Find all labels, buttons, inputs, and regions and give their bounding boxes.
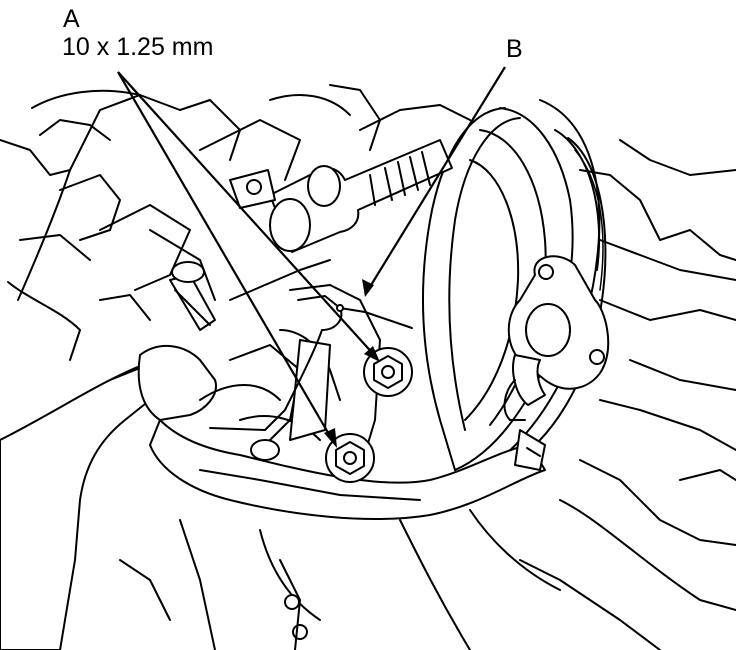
callout-a-letter: A [63, 5, 80, 33]
bolt-lower [325, 433, 375, 483]
leader-lines-a [117, 71, 377, 444]
engine-housing-right [519, 139, 736, 650]
arrowhead-a-upper [364, 346, 380, 362]
wire-harness [209, 295, 413, 431]
arrowhead-a-lower [324, 428, 337, 448]
sensor-connector [169, 261, 216, 331]
upper-hose [269, 139, 453, 253]
callout-b-letter: B [506, 35, 523, 63]
leader-line-b [367, 66, 506, 291]
main-hose [0, 344, 546, 650]
thermostat-bracket [503, 255, 610, 421]
callout-a-bolt-size: 10 x 1.25 mm [62, 33, 214, 61]
bracket-tab [229, 169, 276, 209]
engine-block-outline [0, 84, 471, 361]
arrowhead-b [362, 279, 374, 297]
lower-components [119, 509, 561, 650]
center-housing [199, 284, 381, 471]
